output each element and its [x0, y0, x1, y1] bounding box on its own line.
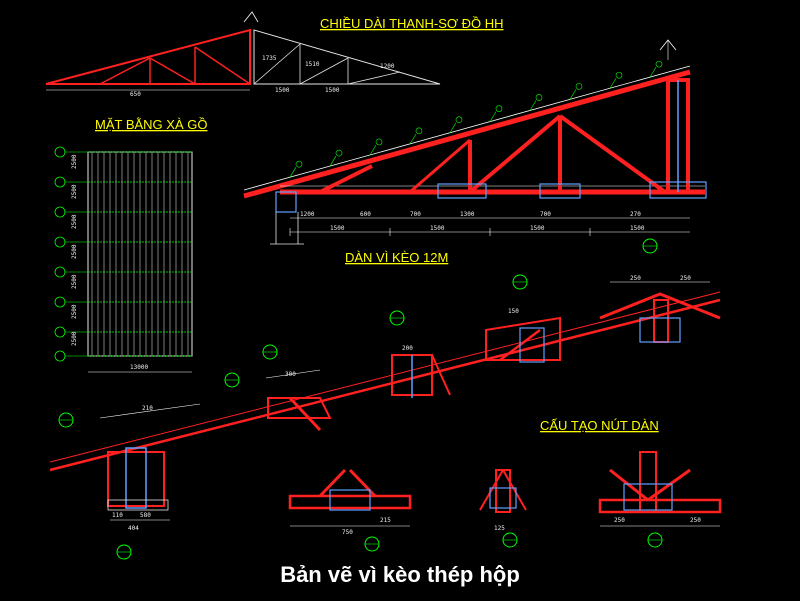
node-dim-1: 110: [112, 512, 123, 519]
node-dim-14: 250: [690, 517, 701, 524]
sketch-dim-5: 1510: [305, 61, 320, 68]
purlin-leader: [329, 155, 337, 167]
node-dim-11: 215: [380, 517, 391, 524]
purlin-leader: [489, 111, 497, 122]
node-dim-13: 250: [614, 517, 625, 524]
purlin-tag: [295, 160, 303, 168]
node-dim-6: 200: [402, 345, 413, 352]
axis-bubble: [54, 206, 66, 218]
plan-width-dim: 13000: [130, 364, 148, 371]
node-dim-10: 750: [342, 529, 353, 536]
bottom-dim: 270: [630, 211, 641, 218]
purlin-tag: [415, 127, 423, 135]
axis-bubble: [54, 146, 66, 158]
span-dim: 1500: [330, 225, 345, 232]
sketch-dim-3: 1500: [325, 87, 340, 94]
purlin-leader: [289, 167, 297, 178]
plan-row-dim: 2500: [71, 154, 78, 169]
sketch-dim-6: 1200: [380, 63, 395, 70]
purlin-tag: [335, 149, 343, 157]
purlin-plan: 2500 2500 2500 2500 2500 2500 2500 13000: [54, 146, 193, 373]
purlin-leader: [409, 133, 417, 145]
member-length-sketch: 650 1500 1500 1735 1510 1200: [45, 11, 441, 98]
bottom-dim: 700: [540, 211, 551, 218]
purlin-leader: [569, 89, 577, 100]
axis-bubble: [54, 296, 66, 308]
axis-bubble: [54, 266, 66, 278]
node-dim-3: 404: [128, 525, 139, 532]
purlin-leader: [449, 122, 457, 133]
span-dim: 1500: [430, 225, 445, 232]
purlin-tag: [615, 71, 623, 79]
node-dim-2: 580: [140, 512, 151, 519]
purlin-tag: [455, 116, 463, 124]
plan-row-dim: 2500: [71, 304, 78, 319]
node-details-slope: 110 580 404 210 300 200 150 250 250: [49, 275, 721, 532]
purlin-leader: [649, 66, 657, 78]
node-details-bottom: 750 215 125 250 250: [288, 451, 722, 536]
purlin-leader: [369, 144, 377, 156]
span-dim: 1500: [630, 225, 645, 232]
purlin-tag: [535, 94, 543, 101]
axis-bubble: [54, 236, 66, 248]
bottom-dim: 700: [410, 211, 421, 218]
purlin-tag: [375, 138, 383, 146]
plan-row-dim: 2500: [71, 184, 78, 199]
sketch-dim-1: 650: [130, 91, 141, 98]
axis-bubble: [54, 350, 66, 362]
plan-row-dim: 2500: [71, 214, 78, 229]
node-dim-7: 150: [508, 308, 519, 315]
node-dim-5: 300: [285, 371, 296, 378]
sketch-dim-4: 1735: [262, 55, 277, 62]
purlin-leader: [529, 100, 537, 111]
purlin-plan-title: MẶT BẰNG XÀ GỒ: [95, 117, 207, 132]
plan-row-dim: 2500: [71, 331, 78, 346]
plan-row-dim: 2500: [71, 244, 78, 259]
main-truss: 1500 1500 1500 1500 1200 600 700 1300 700 270: [243, 39, 707, 245]
node-dim-12: 125: [494, 525, 505, 532]
node-dim-4: 210: [142, 405, 153, 412]
member-lengths-title: CHIỀU DÀI THANH-SƠ ĐỒ HH: [320, 16, 504, 31]
axis-bubble: [54, 176, 66, 188]
bottom-dim: 600: [360, 211, 371, 218]
purlin-leader: [609, 78, 617, 89]
span-dim: 1500: [530, 225, 545, 232]
plan-row-dim: 2500: [71, 274, 78, 289]
node-dim-9: 250: [680, 275, 691, 282]
drawing-caption: Bản vẽ vì kèo thép hộp: [280, 562, 520, 587]
purlin-tag: [575, 83, 583, 90]
purlin-tag: [495, 105, 503, 112]
bottom-dim: 1200: [300, 211, 315, 218]
bottom-dim: 1300: [460, 211, 475, 218]
purlin-tag: [655, 60, 663, 68]
sketch-dim-2: 1500: [275, 87, 290, 94]
axis-bubble: [54, 326, 66, 338]
node-dim-8: 250: [630, 275, 641, 282]
truss-12m-title: DÀN VÌ KÈO 12M: [345, 250, 448, 265]
node-details-title: CẤU TẠO NÚT DÀN: [540, 418, 659, 433]
